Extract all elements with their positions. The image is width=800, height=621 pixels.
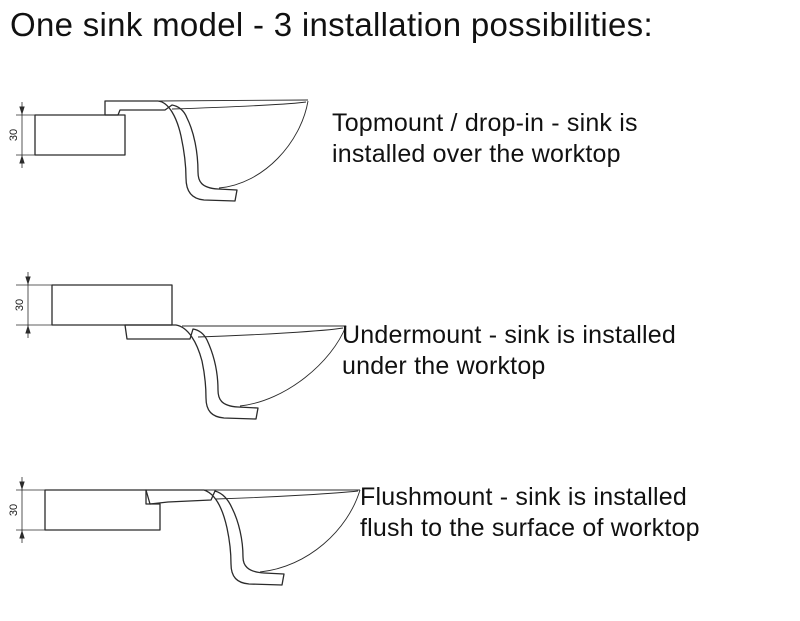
undermount-label: Undermount - sink is installed under the… bbox=[342, 320, 792, 381]
dimension-arrow-top bbox=[25, 276, 31, 285]
page-title: One sink model - 3 installation possibil… bbox=[10, 6, 653, 43]
sink-wall-section bbox=[145, 489, 285, 586]
undermount-label-line2: under the worktop bbox=[342, 351, 546, 380]
flushmount-label: Flushmount - sink is installed flush to … bbox=[360, 482, 795, 543]
sink-rim-underside-line bbox=[197, 327, 344, 338]
sink-bowl-arc bbox=[259, 489, 361, 573]
topmount-label-line1: Topmount / drop-in - sink is bbox=[332, 109, 638, 137]
undermount-label-line1: Undermount - sink is installed bbox=[342, 321, 676, 349]
worktop-section bbox=[51, 284, 173, 326]
undermount-drawing: 30 bbox=[14, 272, 347, 420]
sink-wall-section bbox=[124, 324, 259, 420]
topmount-label: Topmount / drop-in - sink is installed o… bbox=[332, 108, 792, 169]
topmount-label-line2: installed over the worktop bbox=[332, 139, 621, 168]
sink-rim-underside-line bbox=[171, 101, 307, 110]
sink-rim-line bbox=[157, 99, 309, 102]
dimension-arrow-bottom bbox=[25, 325, 31, 334]
flushmount-label-line1: Flushmount - sink is installed bbox=[360, 483, 687, 511]
sink-bowl-arc bbox=[218, 100, 309, 189]
dimension-30: 30 bbox=[8, 477, 45, 543]
worktop-section bbox=[34, 114, 126, 156]
sink-wall-section bbox=[104, 100, 238, 202]
dimension-label: 30 bbox=[8, 129, 20, 141]
dimension-label: 30 bbox=[8, 504, 20, 516]
worktop-section bbox=[44, 489, 161, 531]
dimension-30: 30 bbox=[8, 102, 35, 168]
dimension-30: 30 bbox=[14, 272, 52, 338]
sink-bowl-arc bbox=[239, 325, 347, 407]
flushmount-label-line2: flush to the surface of worktop bbox=[360, 513, 700, 542]
dimension-arrow-top bbox=[19, 481, 25, 490]
dimension-arrow-bottom bbox=[19, 530, 25, 539]
flushmount-drawing: 30 bbox=[8, 477, 361, 586]
sink-rim-underside-line bbox=[215, 490, 359, 500]
dimension-arrow-top bbox=[19, 106, 25, 115]
topmount-drawing: 30 bbox=[8, 99, 309, 202]
dimension-label: 30 bbox=[14, 299, 26, 311]
dimension-arrow-bottom bbox=[19, 155, 25, 164]
